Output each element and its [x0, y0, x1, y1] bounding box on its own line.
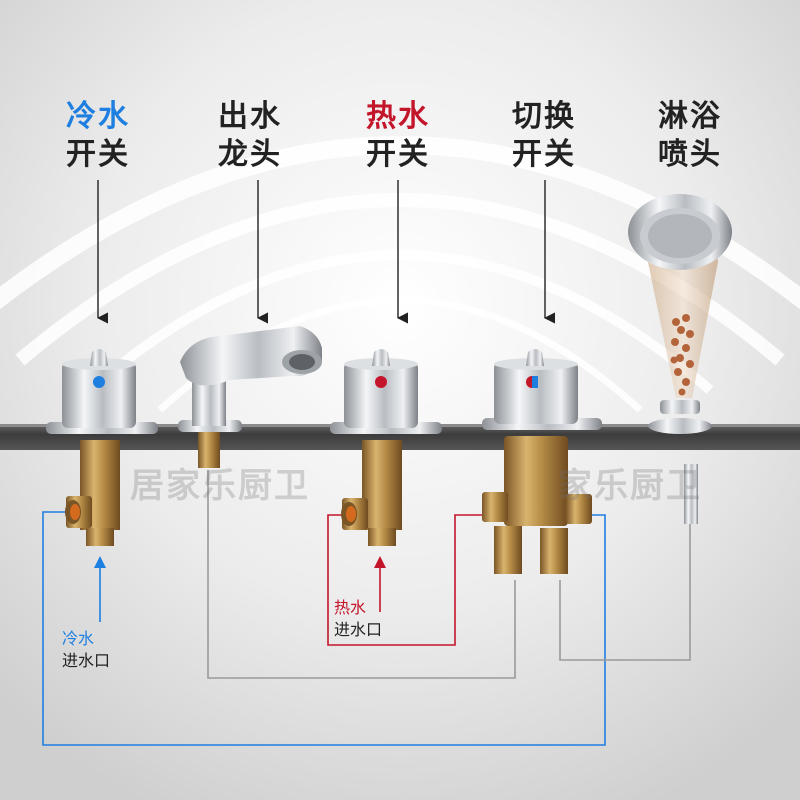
hot-inlet-line2: 进水口: [334, 620, 383, 639]
cold-inlet-line1: 冷水: [62, 629, 95, 648]
cold-inlet-label: 冷水 进水口: [62, 628, 110, 672]
label-cold-switch: 冷水 开关: [38, 98, 158, 174]
label-faucet: 出水 龙头: [190, 98, 310, 174]
mineral-beads: [670, 314, 694, 396]
shower-head: [628, 194, 732, 524]
label-hot-switch-line2: 开关: [366, 137, 430, 172]
label-faucet-line2: 龙头: [218, 137, 282, 172]
cold-supply-line: [42, 511, 606, 746]
label-shower: 淋浴 喷头: [630, 98, 750, 174]
label-cold-switch-line2: 开关: [66, 137, 130, 172]
pipe-lines: [42, 470, 691, 746]
label-hot-switch-line1: 热水: [366, 99, 430, 134]
cold-inlet-line2: 进水口: [62, 651, 111, 670]
shower-outlet-line: [559, 500, 691, 661]
label-faucet-line1: 出水: [218, 99, 282, 134]
faucet-spout: [178, 326, 322, 468]
watermark-left: 居家乐厨卫: [130, 466, 310, 506]
watermark-right: 家乐厨卫: [558, 466, 702, 506]
inlet-arrows: [94, 556, 386, 622]
hot-supply-line: [327, 514, 490, 646]
label-cold-switch-line1: 冷水: [66, 99, 130, 134]
cold-indicator-dot: [93, 376, 105, 388]
label-arrows: [96, 180, 556, 324]
hot-water-valve: [330, 349, 442, 546]
label-shower-line2: 喷头: [658, 137, 722, 172]
label-hot-switch: 热水 开关: [338, 98, 458, 174]
cold-inlet-arrowhead: [94, 556, 106, 568]
label-shower-line1: 淋浴: [658, 99, 722, 134]
hot-inlet-line1: 热水: [334, 598, 367, 617]
hot-inlet-arrowhead: [374, 556, 386, 568]
label-diverter: 切换 开关: [484, 98, 604, 174]
cold-water-valve: [46, 349, 158, 546]
faucet-outlet-line: [207, 470, 516, 679]
label-diverter-line2: 开关: [512, 137, 576, 172]
diverter-valve: [482, 349, 602, 574]
hot-indicator-dot: [375, 376, 387, 388]
hot-inlet-label: 热水 进水口: [334, 597, 382, 641]
label-diverter-line1: 切换: [512, 99, 576, 134]
